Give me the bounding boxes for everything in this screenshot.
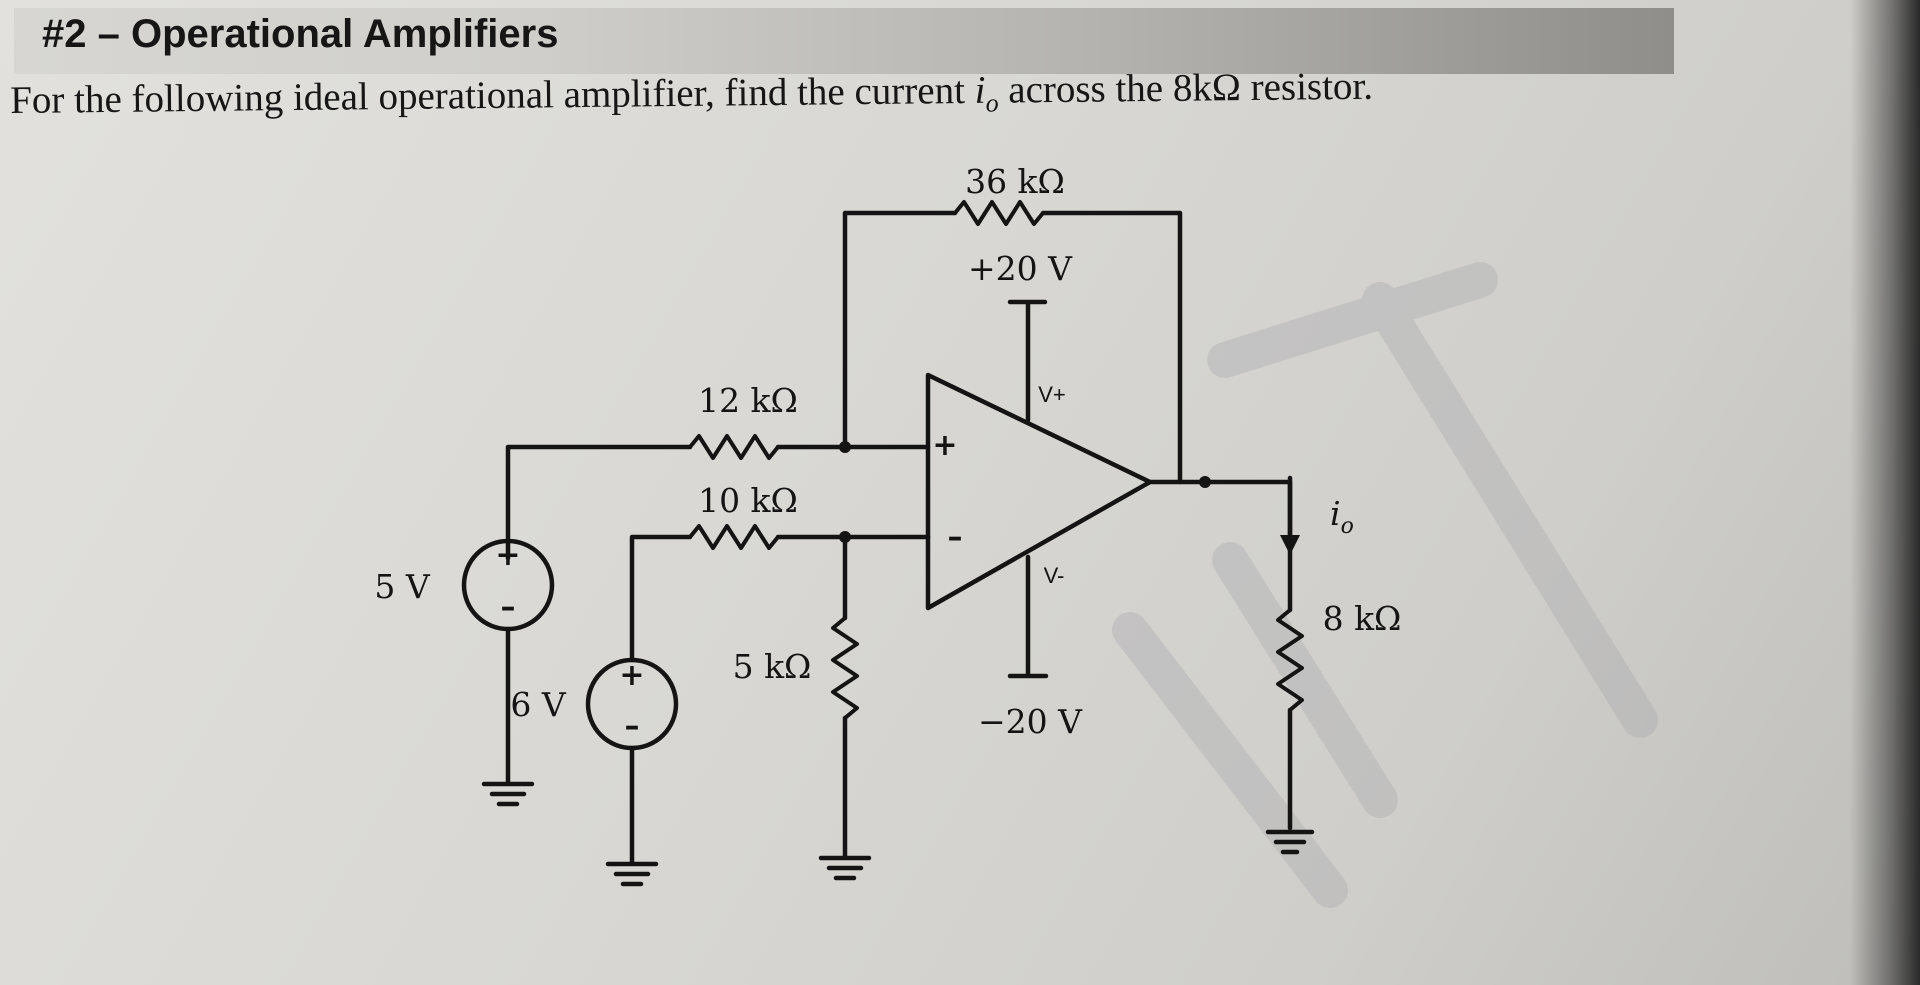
source-6v-plus: + xyxy=(619,658,644,693)
op-amp-minus-terminal: – xyxy=(948,520,963,555)
label-plus-20v: +20 V xyxy=(968,249,1073,288)
label-pin-vplus: V+ xyxy=(1038,382,1066,407)
resistor-12k xyxy=(688,434,780,460)
source-5v-minus: – xyxy=(501,590,516,625)
label-5v: 5 V xyxy=(374,567,430,606)
label-5k: 5 kΩ xyxy=(733,647,812,686)
supply-neg-wire xyxy=(1007,554,1049,679)
section-title: #2 – Operational Amplifiers xyxy=(42,12,559,56)
header-band xyxy=(14,8,1674,74)
ground-icon-5k xyxy=(818,855,872,881)
label-minus-20v: −20 V xyxy=(978,702,1083,741)
source-6v-minus: – xyxy=(625,709,640,744)
feedback-wire-right xyxy=(1040,210,1183,485)
resistor-8k xyxy=(1276,608,1304,712)
output-node xyxy=(1199,476,1211,488)
watermark xyxy=(1112,262,1658,908)
op-amp-plus-terminal: + xyxy=(932,428,957,463)
page-edge-shadow xyxy=(1850,0,1920,985)
resistor-36k xyxy=(953,200,1045,226)
ground-icon-5v xyxy=(481,781,535,807)
current-label: io xyxy=(1330,494,1354,539)
resistor-5k xyxy=(831,616,859,720)
wire-6v-top xyxy=(629,534,693,663)
supply-pos-wire xyxy=(1007,299,1048,423)
label-36k: 36 kΩ xyxy=(965,162,1065,201)
label-12k: 12 kΩ xyxy=(698,381,798,420)
source-5v-plus: + xyxy=(495,538,520,573)
ground-icon-6v xyxy=(605,861,659,887)
wire-5v-top xyxy=(505,444,693,561)
resistor-10k xyxy=(688,524,780,550)
label-6v: 6 V xyxy=(510,685,566,724)
current-arrow-icon xyxy=(1280,475,1300,555)
ground-icon-load xyxy=(1265,829,1315,855)
label-8k: 8 kΩ xyxy=(1323,599,1402,638)
node-plus-input xyxy=(839,441,851,453)
label-10k: 10 kΩ xyxy=(698,481,798,520)
feedback-wire-left xyxy=(842,210,958,450)
label-pin-vminus: V- xyxy=(1044,563,1065,588)
op-amp-triangle xyxy=(925,372,1153,611)
